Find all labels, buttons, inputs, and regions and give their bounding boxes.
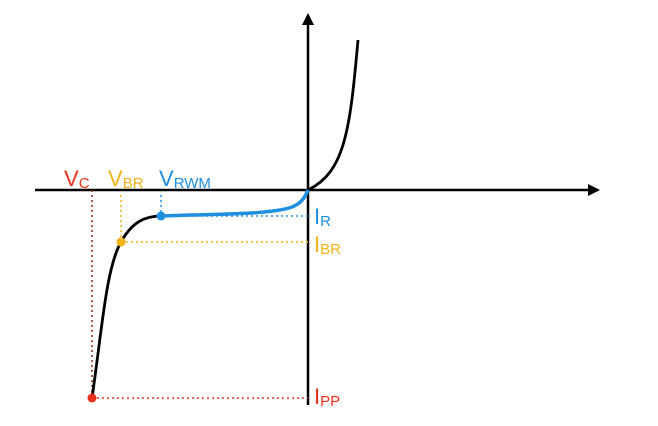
vrwm-ir-point bbox=[156, 211, 166, 221]
ir-label: IR bbox=[314, 204, 331, 230]
vbr-ibr-point bbox=[116, 237, 126, 247]
vc-label: VC bbox=[64, 166, 90, 192]
ibr-label: IBR bbox=[314, 232, 341, 258]
breakdown-curve bbox=[90, 214, 162, 399]
leakage-curve bbox=[160, 189, 310, 218]
forward-curve bbox=[307, 39, 360, 192]
vc-ipp-point bbox=[87, 393, 97, 403]
vrwm-label: VRWM bbox=[159, 166, 211, 192]
ipp-label: IPP bbox=[314, 384, 340, 410]
vbr-label: VBR bbox=[108, 166, 144, 192]
